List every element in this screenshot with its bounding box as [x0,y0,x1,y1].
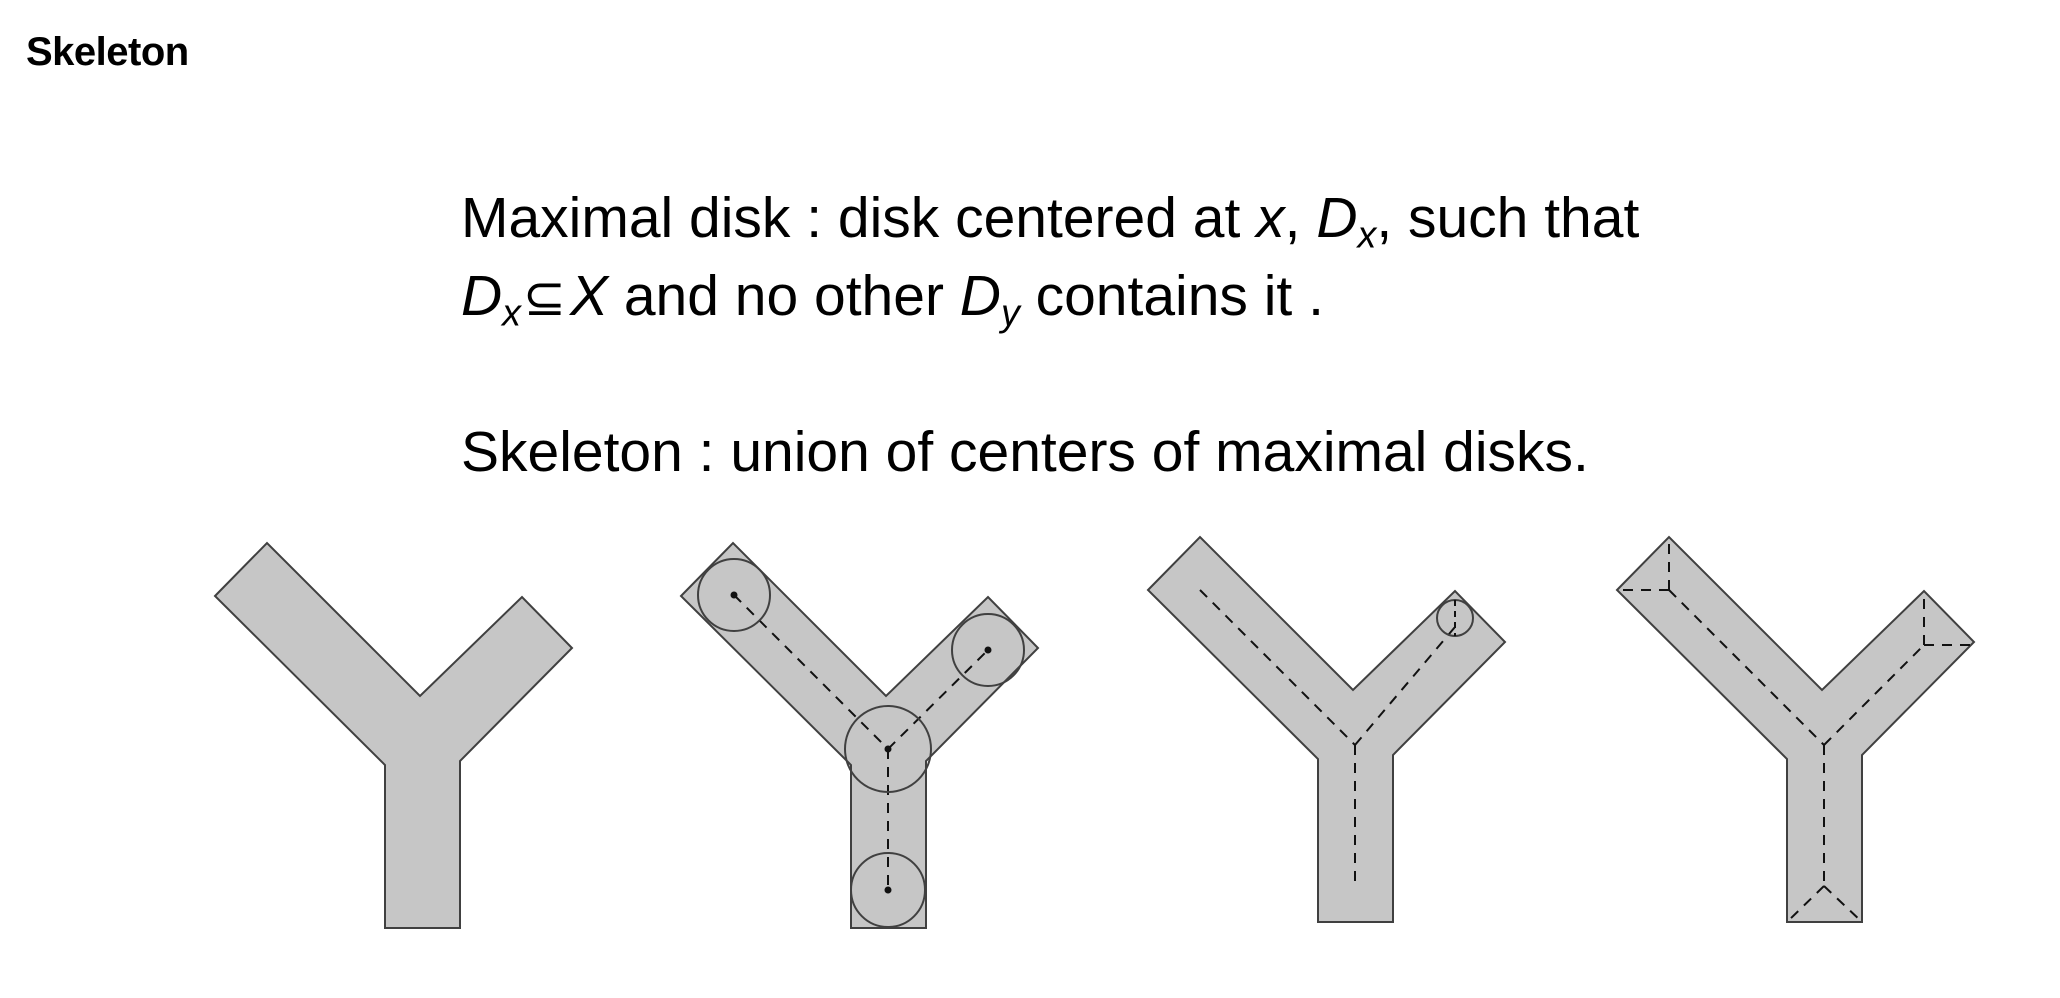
subscript-y: y [1000,291,1020,334]
skeleton-lines [1199,589,1456,888]
definition-maximal-disk-line1: Maximal disk : disk centered at x, Dx, s… [461,190,1639,254]
maximal-disk-circle [844,705,932,793]
var-x: x [1256,186,1285,250]
var-D: D [461,264,503,328]
text-fragment: and no other [608,264,960,328]
y-shape-region [1146,535,1507,923]
maximal-disk-circles [697,558,1025,928]
text-fragment: contains it . [1019,264,1324,328]
subscript-x: x [502,291,521,334]
var-X: X [569,264,608,328]
text-fragment: , [1284,186,1317,250]
disk-center-point [730,591,738,599]
y-shape-plain [213,541,574,929]
disk-center-points [730,591,992,894]
y-shape-skeleton-square [1615,535,1976,923]
y-shape-region [1615,535,1976,923]
definition-maximal-disk-line2: Dx⊆X and no other Dy contains it . [461,268,1324,332]
y-shape-maximal-disks [679,541,1040,929]
subscript-x: x [1357,213,1377,256]
disk-center-point [884,886,892,894]
y-shape-skeleton-rounded [1146,535,1507,923]
slide-title: Skeleton [26,30,189,74]
text-fragment: Maximal disk : disk centered at [461,186,1257,250]
var-D: D [1316,186,1358,250]
y-shape-region [679,541,1040,929]
disk-center-point [884,745,892,753]
maximal-disk-circle [850,852,926,928]
y-shape-region [213,541,574,929]
var-D: D [959,264,1001,328]
definition-skeleton: Skeleton : union of centers of maximal d… [461,420,1589,484]
subset-symbol: ⊆ [522,269,566,326]
maximal-disk-circle [697,558,771,632]
disk-center-point [984,646,992,654]
maximal-disk-circle [951,613,1025,687]
skeleton-lines [1617,537,1974,923]
text-fragment: , such that [1376,186,1640,250]
